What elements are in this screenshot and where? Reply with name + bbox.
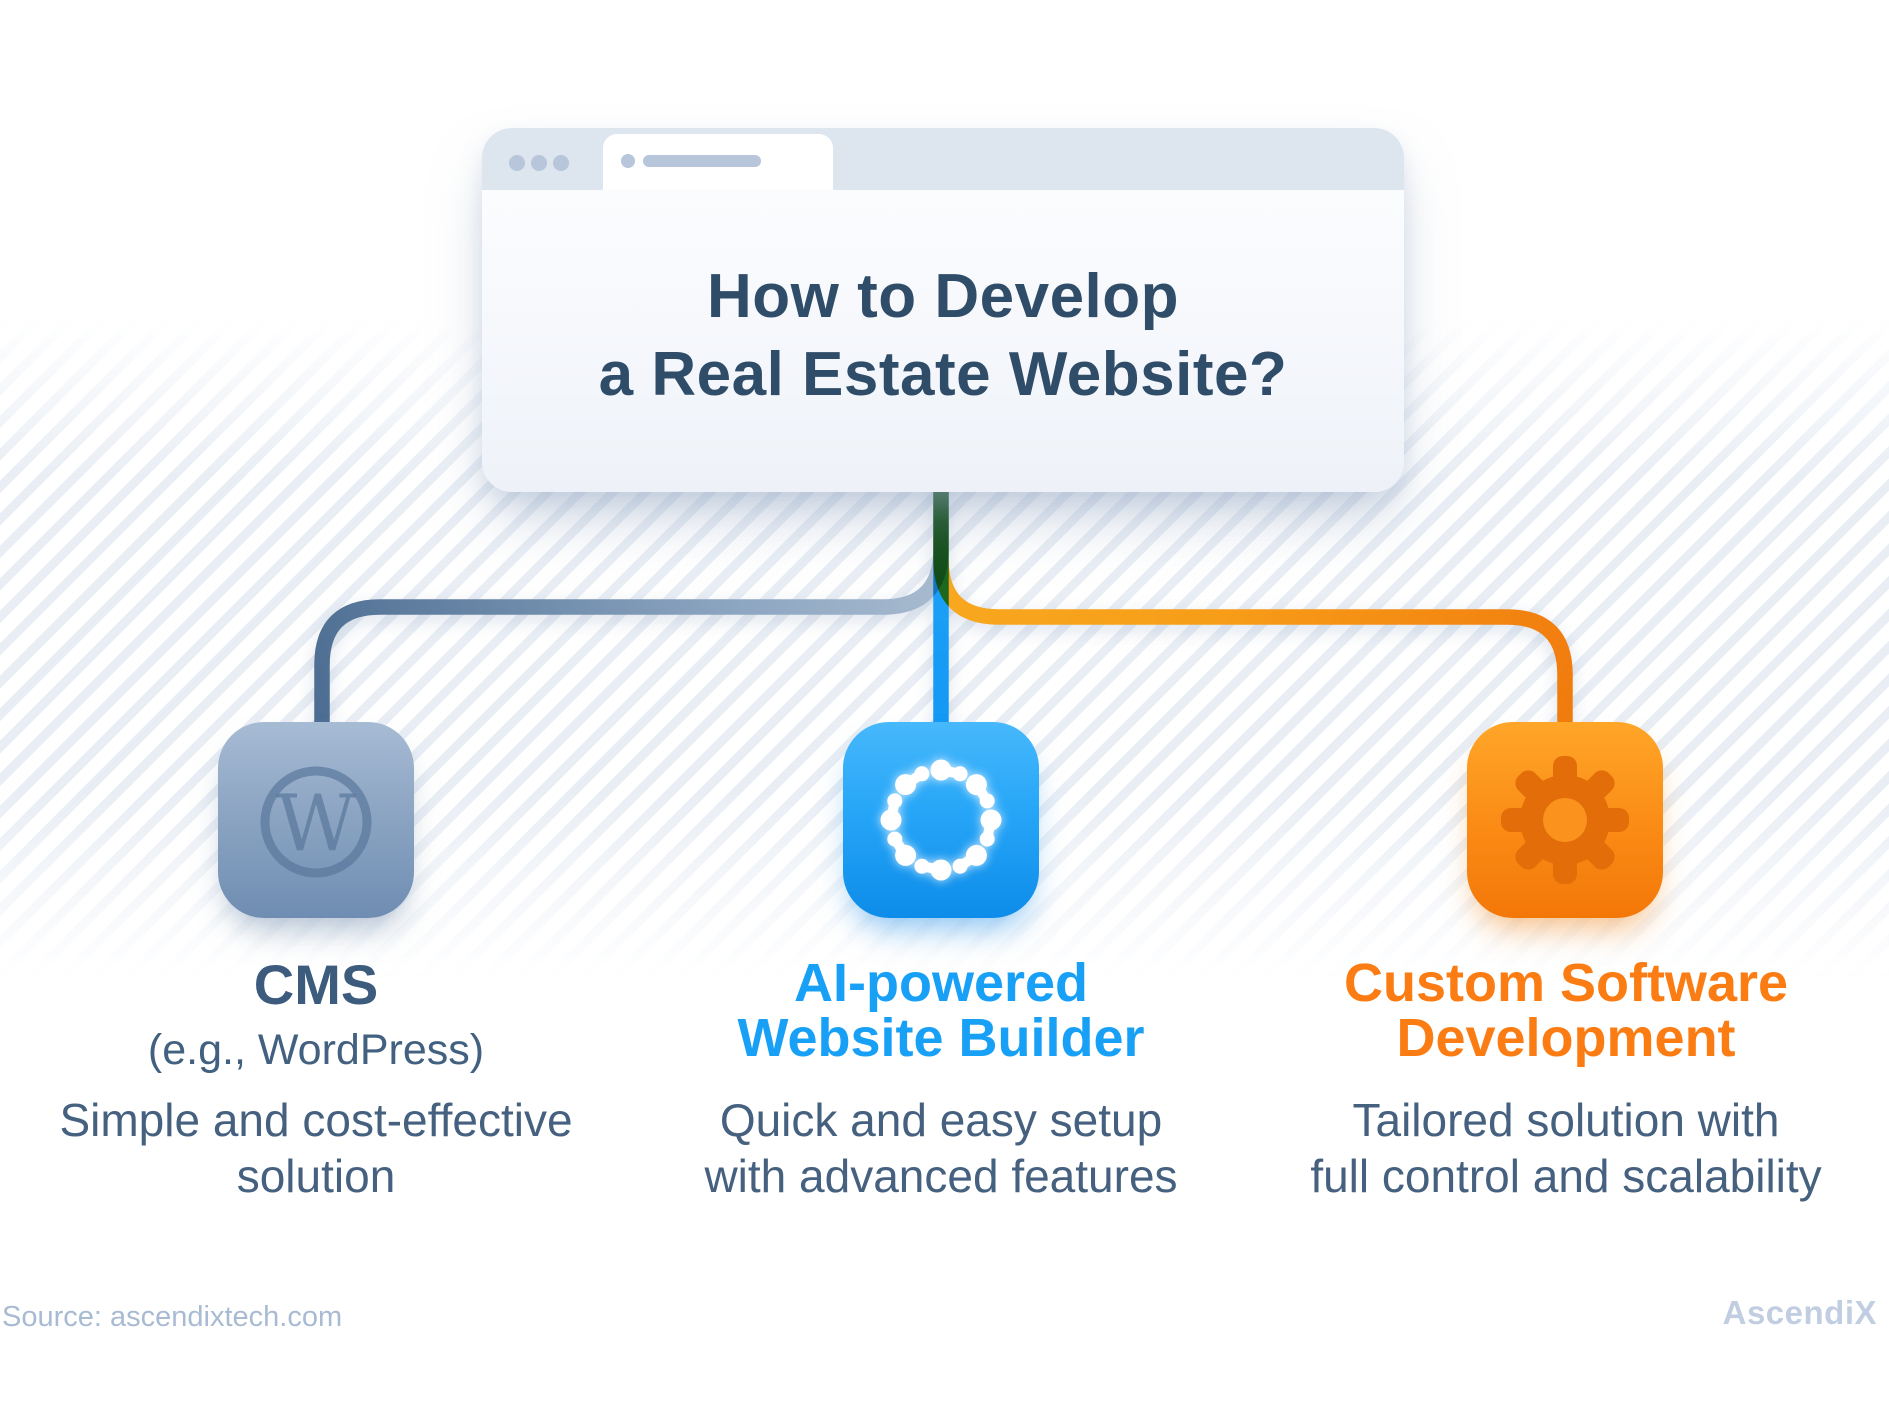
option-description-custom: Tailored solution with full control and … [1246, 1092, 1886, 1204]
source-value: ascendixtech.com [110, 1301, 343, 1333]
description-line: solution [236, 1150, 396, 1202]
option-description-cms: Simple and cost-effective solution [0, 1092, 636, 1204]
option-heading-line: Custom Software [1343, 953, 1789, 1013]
description-line: Simple and cost-effective [59, 1094, 573, 1146]
ai-builder-icon-tile [843, 722, 1039, 918]
custom-software-icon-tile [1467, 722, 1663, 918]
option-description-ai: Quick and easy setup with advanced featu… [621, 1092, 1261, 1204]
description-line: Tailored solution with [1352, 1094, 1780, 1146]
tab-title-placeholder [643, 155, 761, 167]
gear-icon [1501, 756, 1629, 884]
option-heading-line: CMS [253, 953, 379, 1016]
svg-text:W: W [276, 779, 356, 869]
browser-titlebar [482, 128, 1404, 190]
option-heading-ai: AI-powered Website Builder [621, 956, 1261, 1066]
option-heading-custom: Custom Software Development [1246, 956, 1886, 1066]
browser-window: How to Develop a Real Estate Website? [482, 128, 1404, 492]
option-heading-line: Development [1396, 1008, 1736, 1068]
window-dot-icon [531, 155, 547, 171]
option-heading-line: Website Builder [737, 1008, 1145, 1068]
page-title-line2: a Real Estate Website? [598, 340, 1288, 409]
option-subheading-cms: (e.g., WordPress) [147, 1026, 485, 1074]
window-dot-icon [509, 155, 525, 171]
connector-cms [314, 476, 949, 742]
description-line: with advanced features [704, 1150, 1178, 1202]
description-line: full control and scalability [1310, 1150, 1822, 1202]
page-title-line1: How to Develop [706, 262, 1180, 331]
tab-favicon-icon [621, 154, 635, 168]
connector-custom [933, 476, 1573, 742]
option-heading-cms: CMS [0, 956, 636, 1014]
page-title: How to Develop a Real Estate Website? [482, 258, 1404, 414]
option-heading-line: AI-powered [793, 953, 1089, 1013]
source-credit: Source: ascendixtech.com [2, 1300, 342, 1334]
brand-logo: AscendiX [1722, 1294, 1877, 1331]
wordpress-icon: W [260, 766, 372, 878]
ai-cluster-icon [880, 759, 1002, 881]
window-control-dots [509, 155, 569, 171]
description-line: Quick and easy setup [719, 1094, 1163, 1146]
window-dot-icon [553, 155, 569, 171]
source-label: Source: [2, 1301, 102, 1333]
cms-icon-tile: W [218, 722, 414, 918]
browser-tab [603, 134, 833, 190]
